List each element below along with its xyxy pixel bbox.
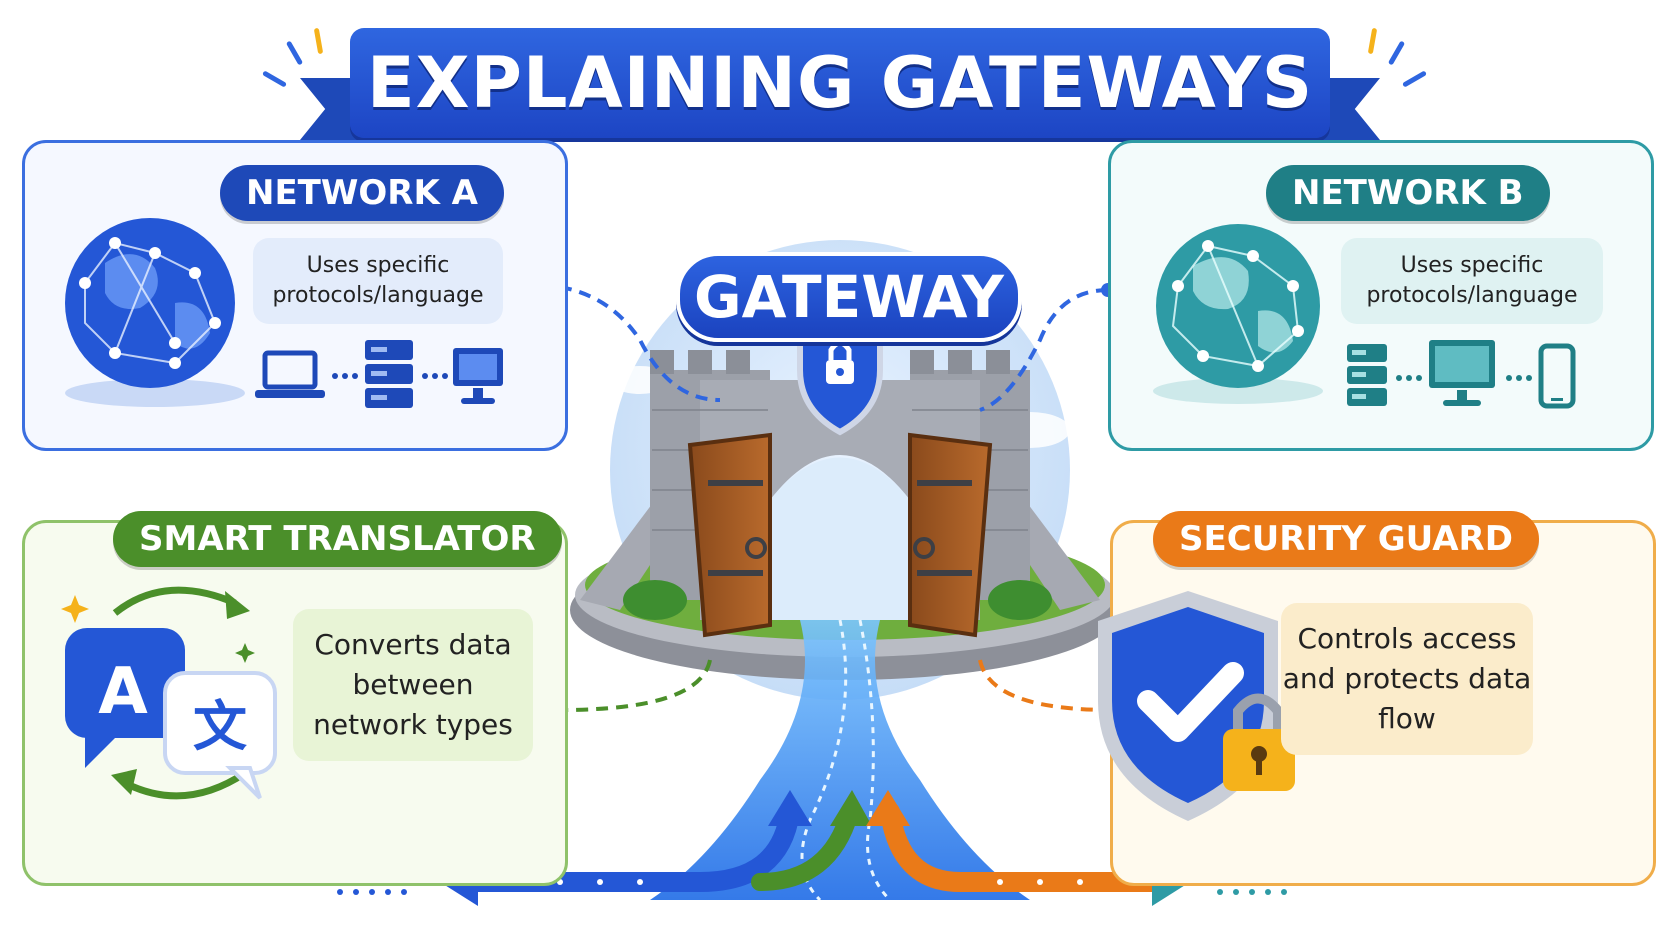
gateway-label: GATEWAY <box>676 252 1022 342</box>
shield-check-icon <box>1098 591 1295 821</box>
network-b-devices <box>1347 340 1576 409</box>
monitor-icon <box>453 348 503 404</box>
globe-icon <box>1153 224 1323 404</box>
network-a-devices <box>255 340 503 408</box>
network-b-title: NETWORK B <box>1266 165 1550 221</box>
gateway-illustration <box>570 240 1120 900</box>
laptop-icon <box>255 350 325 398</box>
monitor-icon <box>1429 340 1495 406</box>
network-b-description: Uses specific protocols/language <box>1341 238 1603 324</box>
smart-translator-description: Converts data between network types <box>293 609 533 761</box>
smart-translator-panel: SMART TRANSLATOR A 文 Converts data betwe… <box>22 511 568 886</box>
title-banner: EXPLAINING GATEWAYS <box>350 28 1330 138</box>
title-banner-group: EXPLAINING GATEWAYS <box>300 20 1380 140</box>
security-guard-title: SECURITY GUARD <box>1153 511 1539 567</box>
translate-icon: A 文 <box>61 586 277 800</box>
server-icon <box>1347 344 1387 406</box>
server-icon <box>365 340 413 408</box>
cjk-glyph: 文 <box>193 695 247 758</box>
page-title: EXPLAINING GATEWAYS <box>366 42 1314 124</box>
globe-icon <box>65 218 245 407</box>
network-b-panel: NETWORK B Uses specific protocols/langua… <box>1108 140 1654 451</box>
security-guard-panel: SECURITY GUARD Controls access and prote… <box>1098 511 1656 886</box>
latin-glyph: A <box>98 655 148 729</box>
network-a-description: Uses specific protocols/language <box>253 238 503 324</box>
network-a-title: NETWORK A <box>220 165 504 221</box>
phone-icon <box>1538 343 1576 409</box>
security-guard-description: Controls access and protects data flow <box>1281 603 1533 755</box>
network-a-panel: NETWORK A Uses specific protocols/langua… <box>22 140 568 451</box>
smart-translator-title: SMART TRANSLATOR <box>113 511 562 567</box>
